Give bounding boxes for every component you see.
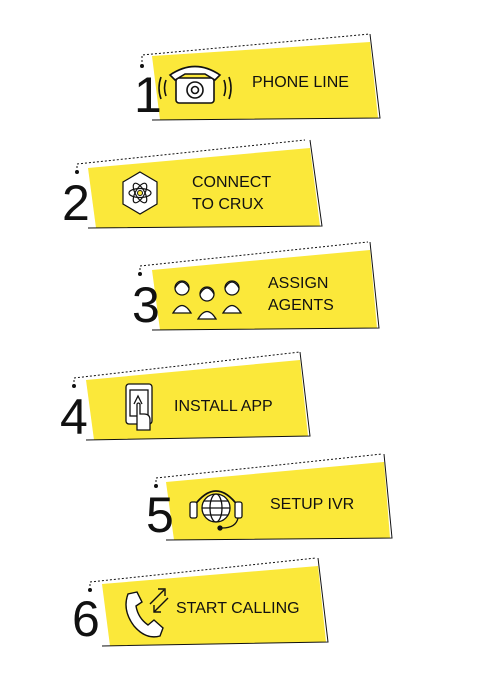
step-5-label-line: SETUP IVR [270, 496, 355, 513]
step-2-label: CONNECT TO CRUX [192, 172, 271, 216]
step-2-label-line-2: TO CRUX [192, 196, 264, 213]
globe-headset-icon [189, 490, 243, 531]
step-4-label: INSTALL APP [174, 396, 273, 418]
step-5-number: 5 [146, 487, 174, 543]
tablet-touch-icon [125, 383, 153, 431]
step-1-number: 1 [134, 67, 162, 123]
step-1-label: PHONE LINE [252, 72, 349, 94]
step-3-label-line-1: ASSIGN [268, 275, 329, 292]
step-5-label: SETUP IVR [270, 494, 354, 516]
step-6-label-line: START CALLING [176, 600, 300, 617]
step-3-label: ASSIGN AGENTS [268, 273, 334, 317]
step-4-label-line: INSTALL APP [174, 398, 273, 415]
step-2-number: 2 [62, 175, 90, 231]
agents-icon [171, 280, 243, 320]
phone-arrows-icon [125, 588, 169, 638]
step-2-label-line-1: CONNECT [192, 174, 272, 191]
telephone-icon [158, 65, 232, 104]
step-4-number: 4 [60, 389, 88, 445]
atom-icon [122, 171, 158, 215]
step-1-label-line: PHONE LINE [252, 74, 349, 91]
step-3-number: 3 [132, 277, 160, 333]
step-6-number: 6 [72, 591, 100, 647]
step-6-label: START CALLING [176, 598, 300, 620]
step-3-label-line-2: AGENTS [268, 297, 334, 314]
